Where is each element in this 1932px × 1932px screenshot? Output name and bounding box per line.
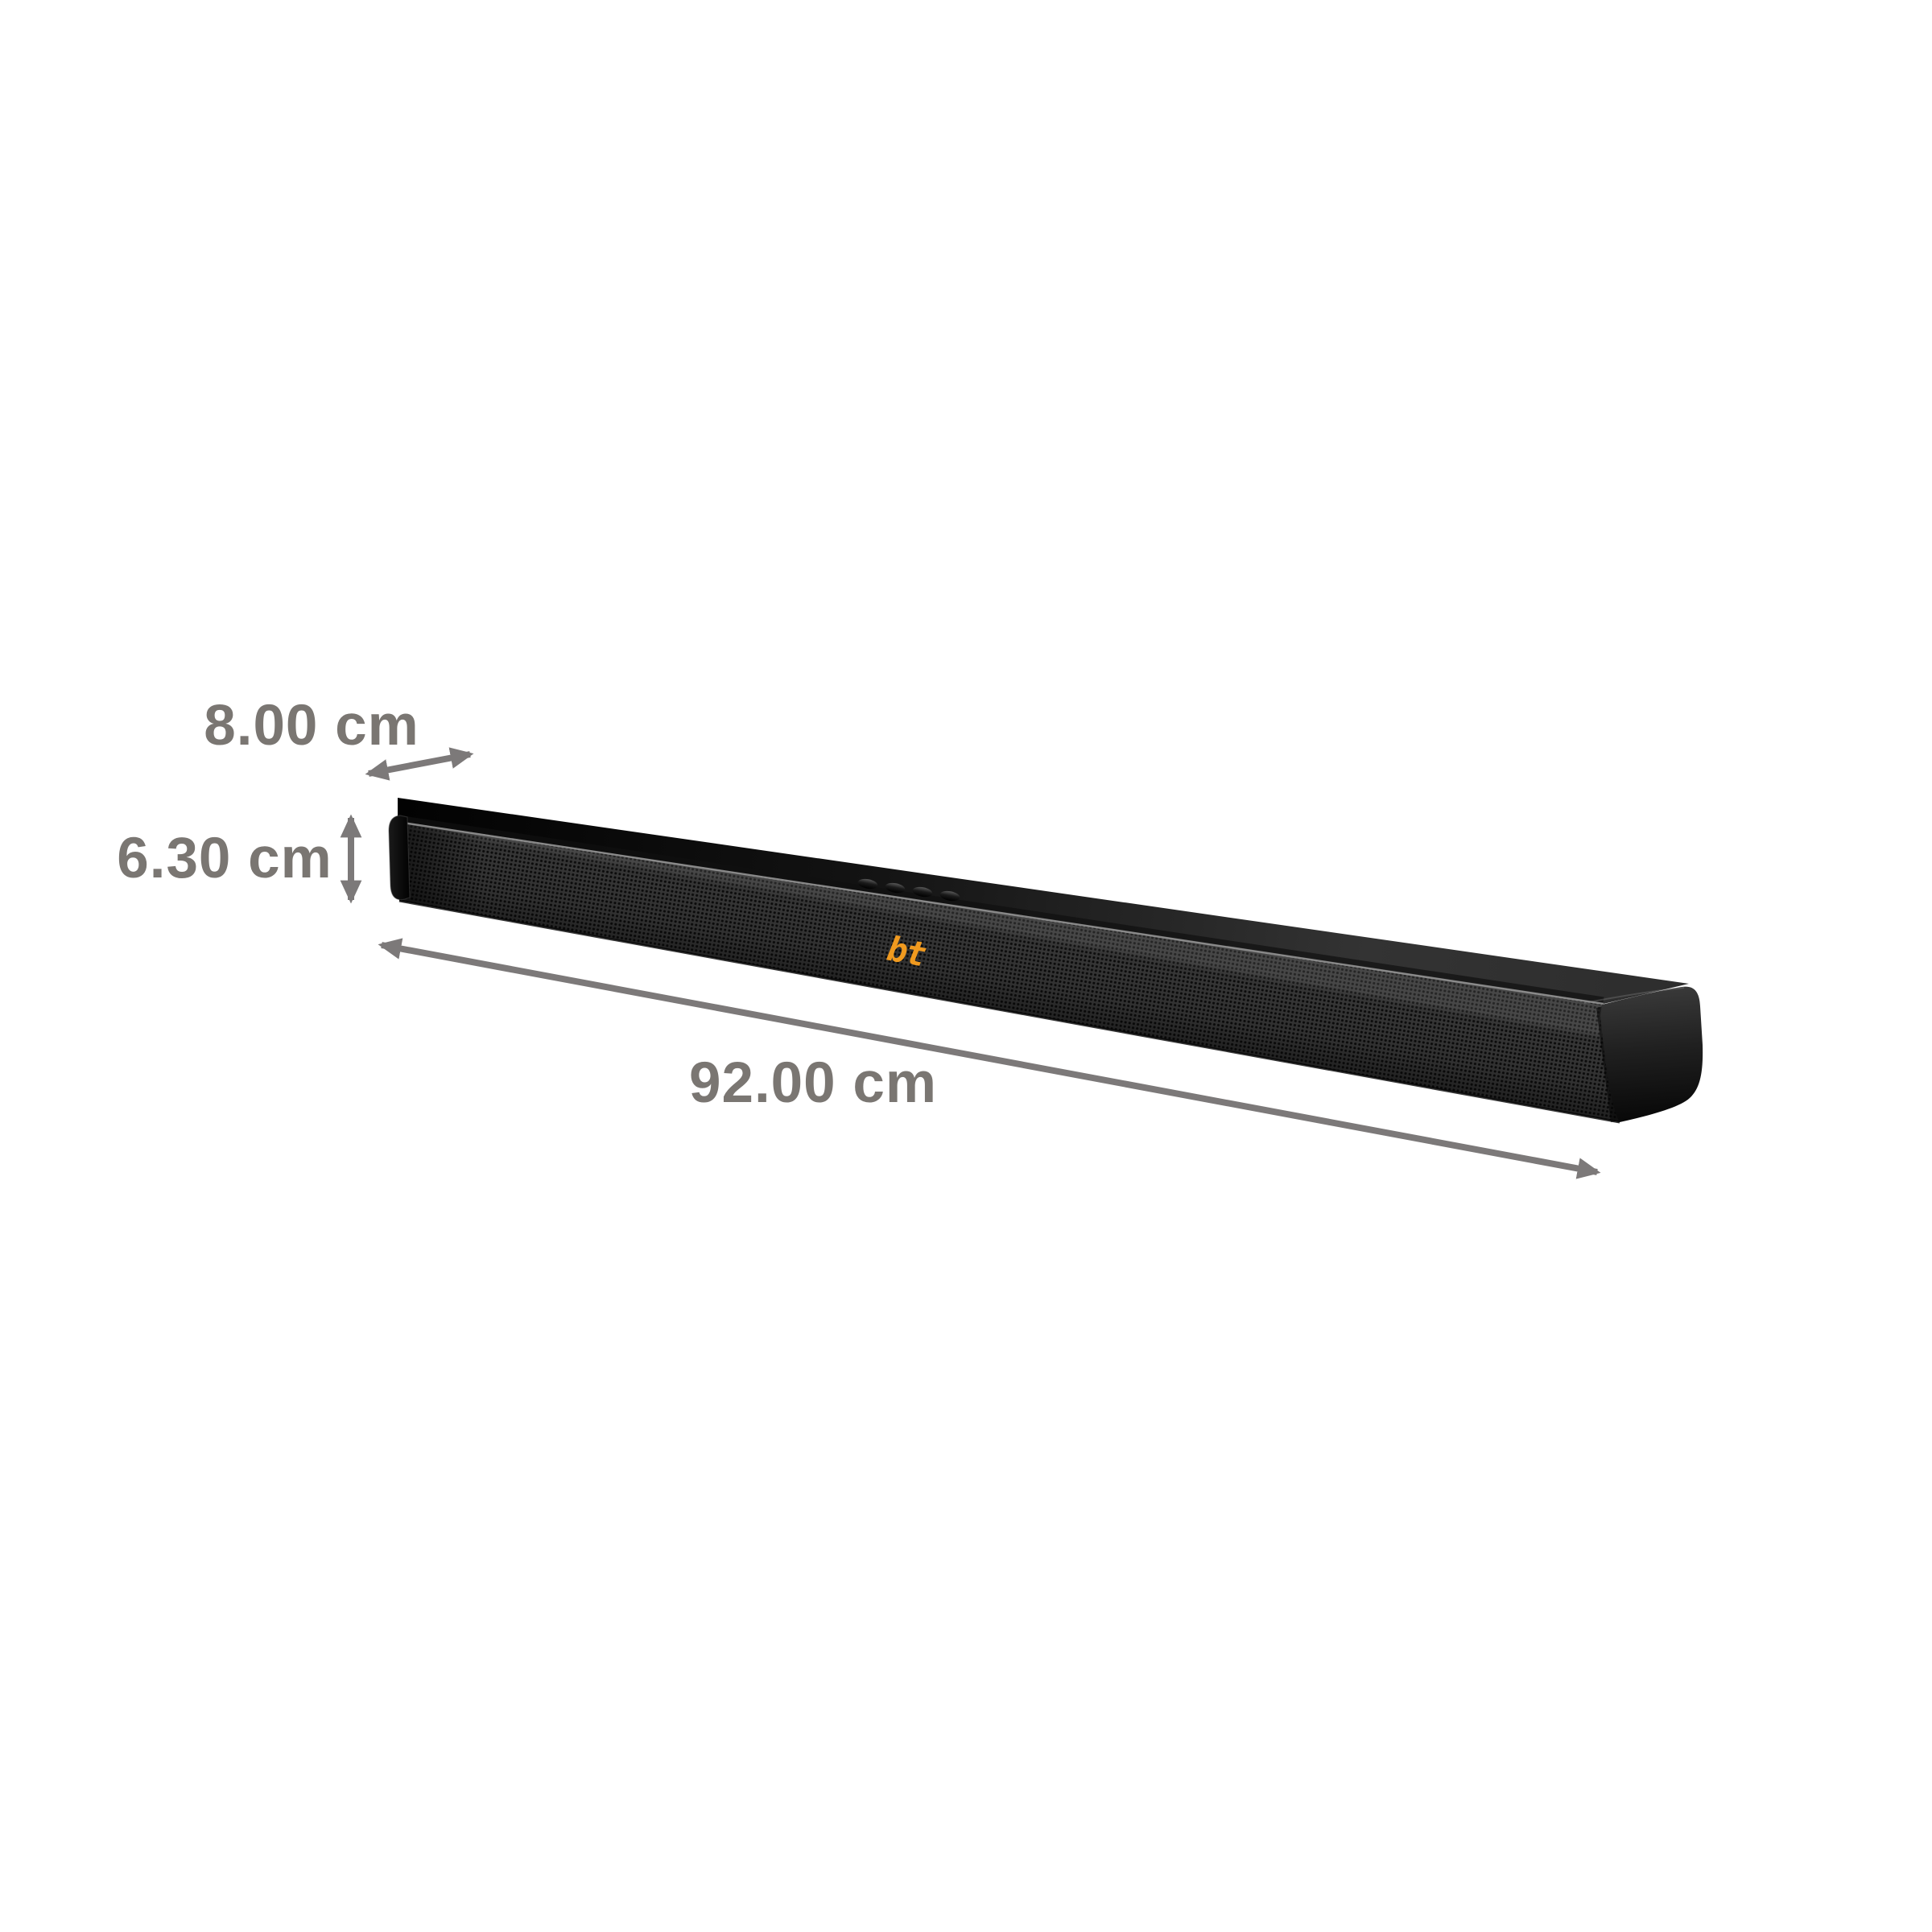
soundbar-control-buttons xyxy=(857,878,960,902)
length-arrow xyxy=(378,938,1601,1179)
bt-display: bt xyxy=(884,929,928,975)
length-dimension-label: 92.00 cm xyxy=(688,1051,938,1115)
control-button-2 xyxy=(885,882,906,894)
soundbar: bt xyxy=(388,798,1703,1124)
control-button-3 xyxy=(912,886,933,898)
soundbar-left-cap xyxy=(388,815,411,901)
height-dimension-label: 6.30 cm xyxy=(117,827,332,890)
control-button-1 xyxy=(857,878,878,890)
depth-arrow xyxy=(365,747,474,781)
depth-dimension-label: 8.00 cm xyxy=(204,694,419,758)
soundbar-right-cap xyxy=(1600,986,1703,1122)
dimension-arrows xyxy=(340,747,1601,1179)
control-button-4 xyxy=(939,890,960,902)
